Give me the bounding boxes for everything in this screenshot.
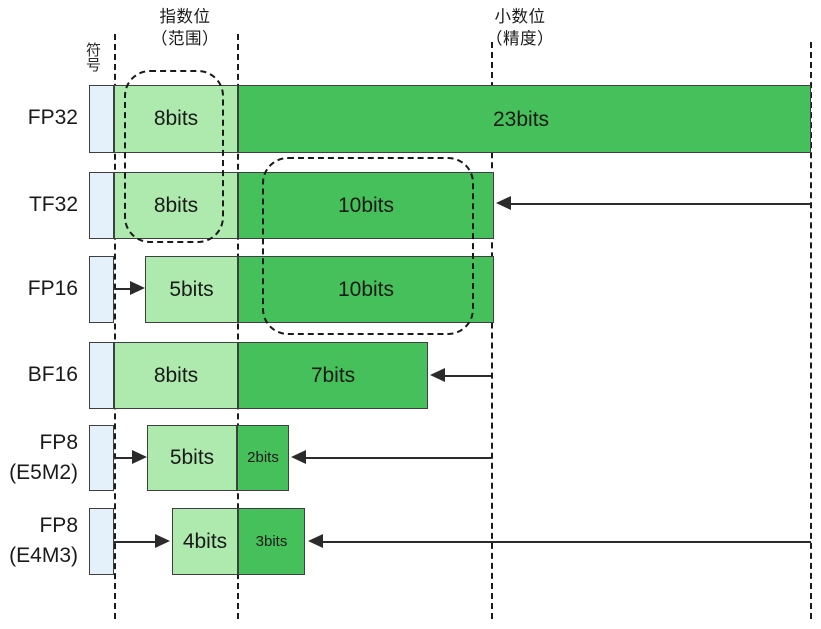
tf32-mantissa-label: 10bits xyxy=(337,193,395,217)
fp8-e5m2-exponent-label: 5bits xyxy=(169,446,215,469)
row-label-tf32: TF32 xyxy=(28,193,78,216)
arrow-fp8-e5m2-sign-head xyxy=(132,450,147,464)
tf32-sign-segment xyxy=(89,172,114,239)
row-label-fp16: FP16 xyxy=(27,277,78,300)
row-label-fp32: FP32 xyxy=(27,106,78,129)
fp16-mantissa-segment: 10bits xyxy=(238,256,494,323)
fp16-exponent-label: 5bits xyxy=(169,277,214,301)
arrow-bf16-head xyxy=(430,368,445,382)
fp8-e5m2-sign-segment xyxy=(89,425,114,491)
arrow-fp16-sign-head xyxy=(130,281,145,295)
arrow-fp8-e4m3-sign-head xyxy=(155,534,170,548)
arrow-fp8-e4m3-head xyxy=(308,534,323,548)
tf32-exponent-label: 8bits xyxy=(153,193,199,217)
bf16-mantissa-label: 7bits xyxy=(310,363,356,387)
fp8-e4m3-mantissa-segment: 3bits xyxy=(238,508,305,575)
caption-mantissa: 小数位 （精度） xyxy=(486,8,554,48)
row-label-fp8-e5m2: FP8 (E5M2) xyxy=(9,431,78,484)
fp32-mantissa-label: 23bits xyxy=(493,108,550,131)
bf16-exponent-label: 8bits xyxy=(153,363,199,387)
tf32-mantissa-segment: 10bits xyxy=(238,172,494,239)
bf16-mantissa-segment: 7bits xyxy=(238,342,428,409)
fp8-e5m2-mantissa-segment: 2bits xyxy=(237,425,289,491)
guide-line-right-edge xyxy=(810,42,812,619)
fp16-exponent-segment: 5bits xyxy=(145,256,238,323)
arrow-fp8-e4m3-line xyxy=(322,541,811,543)
fp8-e4m3-exponent-segment: 4bits xyxy=(172,508,238,575)
arrow-fp16-sign-line xyxy=(114,288,131,290)
caption-sign: 符号 xyxy=(84,42,101,72)
row-label-bf16: BF16 xyxy=(27,363,78,386)
fp8-e5m2-exponent-segment: 5bits xyxy=(147,425,237,491)
fp8-e5m2-mantissa-label: 2bits xyxy=(247,449,279,466)
arrow-bf16-line xyxy=(444,375,491,377)
fp8-e4m3-sign-segment xyxy=(89,508,114,575)
bf16-sign-segment xyxy=(89,342,114,409)
arrow-fp8-e5m2-line xyxy=(305,457,491,459)
arrow-fp8-e4m3-sign-line xyxy=(114,541,156,543)
fp8-e4m3-mantissa-label: 3bits xyxy=(255,532,288,550)
arrow-fp8-e5m2-sign-line xyxy=(114,457,133,459)
bf16-exponent-segment: 8bits xyxy=(114,342,238,409)
guide-line-mantissa-marker xyxy=(491,42,493,619)
fp32-exponent-label: 8bits xyxy=(153,107,199,130)
fp16-sign-segment xyxy=(89,256,114,323)
arrow-tf32-head xyxy=(496,196,511,210)
arrow-fp8-e5m2-head xyxy=(291,450,306,464)
fp16-mantissa-label: 10bits xyxy=(337,277,395,301)
fp32-exponent-segment: 8bits xyxy=(114,85,238,153)
tf32-exponent-segment: 8bits xyxy=(114,172,238,239)
guide-line-sign-start xyxy=(114,34,116,619)
fp32-mantissa-segment xyxy=(238,85,811,153)
guide-line-exponent-end xyxy=(237,34,239,619)
row-label-fp8-e4m3: FP8 (E4M3) xyxy=(9,514,78,567)
fp8-e4m3-exponent-label: 4bits xyxy=(182,529,228,553)
caption-exponent: 指数位 （范围） xyxy=(151,8,219,48)
fp32-sign-segment xyxy=(89,85,114,153)
arrow-tf32-line xyxy=(510,203,810,205)
